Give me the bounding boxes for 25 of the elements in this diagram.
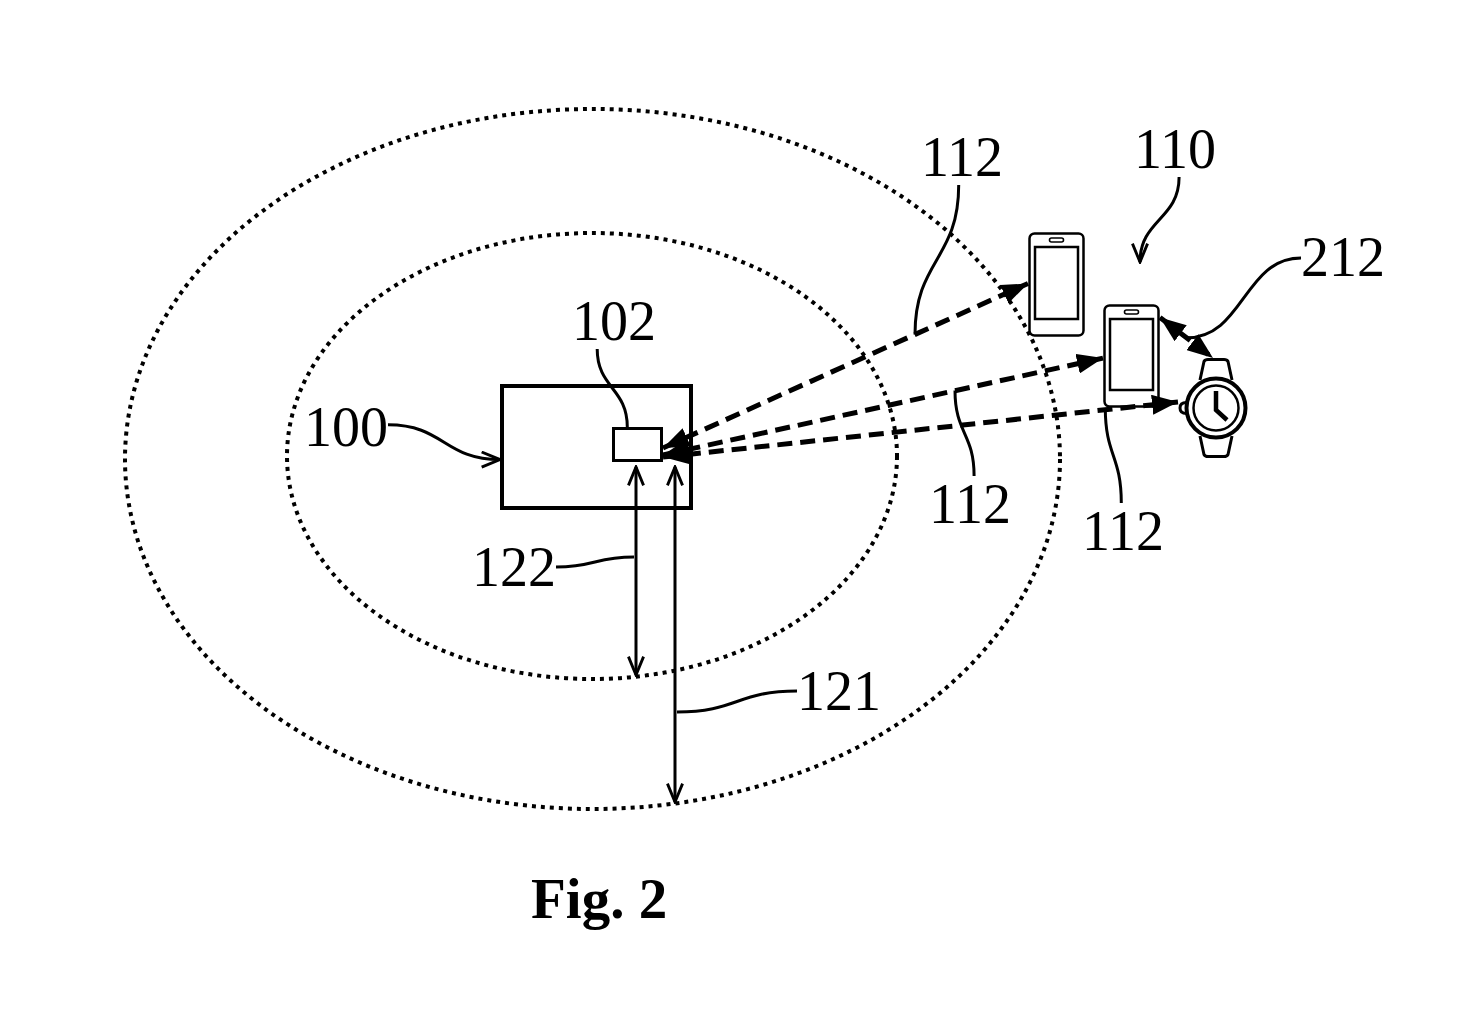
leader-line (676, 689, 798, 714)
leader-line (913, 184, 961, 335)
leader-line (953, 390, 976, 477)
reference-numeral: 112 (1082, 503, 1164, 559)
wristwatch-icon (1178, 358, 1248, 458)
reference-numeral: 110 (1134, 121, 1216, 177)
reference-numeral: 102 (572, 293, 656, 349)
reference-numeral: 112 (921, 129, 1003, 185)
reference-numeral: 100 (304, 399, 388, 455)
leader-line (1186, 256, 1302, 340)
leader-line (595, 348, 629, 428)
reference-numeral: 122 (472, 539, 556, 595)
smartphone-icon (1103, 304, 1160, 408)
leader-arrow (387, 423, 502, 468)
leader-line (555, 555, 635, 569)
device-box (500, 384, 693, 510)
reference-numeral: 121 (797, 663, 881, 719)
reference-numeral: 112 (929, 476, 1011, 532)
dashed-arrow (661, 281, 1030, 451)
reference-numeral: 212 (1301, 229, 1385, 285)
smartphone-icon (1028, 232, 1085, 337)
leader-arrow (1132, 176, 1181, 264)
dashed-arrow (662, 394, 1179, 465)
module-box (612, 427, 663, 462)
dashed-arrow (1158, 315, 1215, 360)
